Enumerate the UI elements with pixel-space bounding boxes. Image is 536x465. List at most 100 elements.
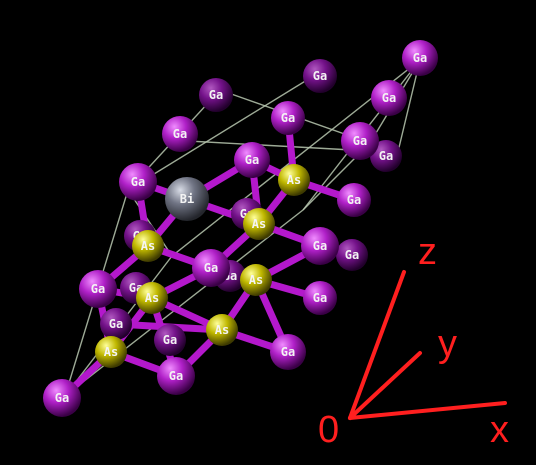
- ga-atom: Ga: [301, 227, 339, 265]
- ga-atom: Ga: [303, 281, 337, 315]
- ga-label: Ga: [173, 127, 187, 141]
- cell-edge: [127, 189, 173, 257]
- bi-sphere: [165, 177, 209, 221]
- ga-sphere: [192, 249, 230, 287]
- ga-label: Ga: [55, 391, 69, 405]
- cell-edge: [127, 71, 321, 191]
- ga-atom: Ga: [402, 40, 438, 76]
- ga-label: Ga: [347, 193, 361, 207]
- bi-label: Bi: [180, 192, 194, 206]
- ga-label: Ga: [353, 134, 367, 148]
- ga-label: Ga: [345, 248, 359, 262]
- y-axis-label: y: [438, 323, 457, 365]
- ga-label: Ga: [413, 51, 427, 65]
- as-sphere: [95, 336, 127, 368]
- ga-sphere: [402, 40, 438, 76]
- ga-label: Ga: [163, 333, 177, 347]
- ga-label: Ga: [281, 111, 295, 125]
- ga-atom: Ga: [192, 249, 230, 287]
- atom-layer: GaGaGaGaGaGaGaGaGaGaGaGaGaGaGaGaAsGaBiGa…: [43, 40, 438, 417]
- z-axis-label: z: [418, 231, 437, 273]
- as-sphere: [278, 164, 310, 196]
- ga-atom: Ga: [43, 379, 81, 417]
- ga-sphere: [79, 270, 117, 308]
- ga-label: Ga: [169, 369, 183, 383]
- as-atom: As: [95, 336, 127, 368]
- as-sphere: [243, 208, 275, 240]
- ga-label: Ga: [281, 345, 295, 359]
- ga-atom: Ga: [371, 80, 407, 116]
- ga-sphere: [199, 78, 233, 112]
- y-axis-line: [348, 351, 422, 420]
- ga-atom: Ga: [271, 101, 305, 135]
- ga-atom: Ga: [157, 357, 195, 395]
- ga-sphere: [100, 308, 132, 340]
- ga-sphere: [341, 122, 379, 160]
- ga-label: Ga: [245, 153, 259, 167]
- as-atom: As: [206, 314, 238, 346]
- ga-sphere: [370, 140, 402, 172]
- as-atom: As: [240, 264, 272, 296]
- ga-sphere: [154, 324, 186, 356]
- ga-atom: Ga: [370, 140, 402, 172]
- as-sphere: [132, 230, 164, 262]
- z-axis-line: [348, 270, 406, 420]
- x-axis-label: x: [490, 409, 509, 451]
- ga-atom: Ga: [154, 324, 186, 356]
- ga-sphere: [43, 379, 81, 417]
- ga-atom: Ga: [341, 122, 379, 160]
- ga-atom: Ga: [337, 183, 371, 217]
- ga-label: Ga: [131, 175, 145, 189]
- ga-atom: Ga: [162, 116, 198, 152]
- ga-atom: Ga: [303, 59, 337, 93]
- ga-atom: Ga: [199, 78, 233, 112]
- as-sphere: [206, 314, 238, 346]
- ga-label: Ga: [313, 69, 327, 83]
- as-sphere: [240, 264, 272, 296]
- ga-label: Ga: [91, 282, 105, 296]
- as-label: As: [145, 291, 159, 305]
- ga-sphere: [270, 334, 306, 370]
- ga-sphere: [303, 59, 337, 93]
- ga-atom: Ga: [119, 163, 157, 201]
- ga-sphere: [162, 116, 198, 152]
- as-label: As: [141, 239, 155, 253]
- as-atom: As: [132, 230, 164, 262]
- as-atom: As: [278, 164, 310, 196]
- as-label: As: [287, 173, 301, 187]
- ga-atom: Ga: [234, 142, 270, 178]
- as-sphere: [136, 282, 168, 314]
- ga-label: Ga: [379, 149, 393, 163]
- ga-label: Ga: [209, 88, 223, 102]
- ga-atom: Ga: [100, 308, 132, 340]
- ga-atom: Ga: [336, 239, 368, 271]
- as-label: As: [104, 345, 118, 359]
- ga-sphere: [119, 163, 157, 201]
- ga-label: Ga: [204, 261, 218, 275]
- ga-sphere: [337, 183, 371, 217]
- coordinate-axes: 0 x y z: [318, 231, 509, 451]
- ga-sphere: [336, 239, 368, 271]
- as-label: As: [252, 217, 266, 231]
- ga-atom: Ga: [270, 334, 306, 370]
- ga-sphere: [157, 357, 195, 395]
- as-atom: As: [243, 208, 275, 240]
- ga-sphere: [271, 101, 305, 135]
- as-label: As: [249, 273, 263, 287]
- ga-sphere: [371, 80, 407, 116]
- as-atom: As: [136, 282, 168, 314]
- ga-label: Ga: [313, 239, 327, 253]
- ga-sphere: [234, 142, 270, 178]
- ga-label: Ga: [382, 91, 396, 105]
- axis-origin-label: 0: [318, 409, 339, 451]
- ga-label: Ga: [313, 291, 327, 305]
- ga-atom: Ga: [79, 270, 117, 308]
- bi-atom: Bi: [165, 177, 209, 221]
- cell-edge: [395, 59, 421, 161]
- ga-sphere: [303, 281, 337, 315]
- ga-sphere: [301, 227, 339, 265]
- as-label: As: [215, 323, 229, 337]
- ga-label: Ga: [109, 317, 123, 331]
- x-axis-line: [348, 401, 507, 420]
